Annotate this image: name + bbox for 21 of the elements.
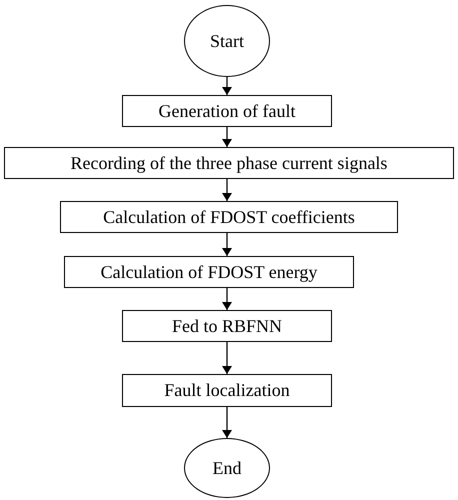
arrow	[222, 288, 232, 310]
node-label: Generation of fault	[158, 100, 296, 122]
process-box	[122, 310, 332, 342]
arrow	[222, 179, 232, 201]
arrow	[222, 342, 232, 374]
arrow	[222, 77, 232, 95]
process-box	[122, 374, 332, 407]
process-box	[122, 95, 332, 127]
process-box	[60, 201, 398, 233]
node-label: Start	[210, 30, 244, 52]
node-label: Calculation of FDOST energy	[100, 260, 318, 284]
node-label: Calculation of FDOST coefficients	[103, 206, 355, 228]
arrow	[222, 407, 232, 438]
node-label: End	[212, 456, 242, 480]
arrow	[222, 233, 232, 256]
arrow	[222, 127, 232, 147]
process-box	[64, 256, 354, 288]
node-label: Recording of the three phase current signals	[70, 152, 388, 174]
node-label: Fed to RBFNN	[172, 314, 282, 338]
process-box	[4, 147, 454, 179]
node-label: Fault localization	[164, 379, 290, 402]
